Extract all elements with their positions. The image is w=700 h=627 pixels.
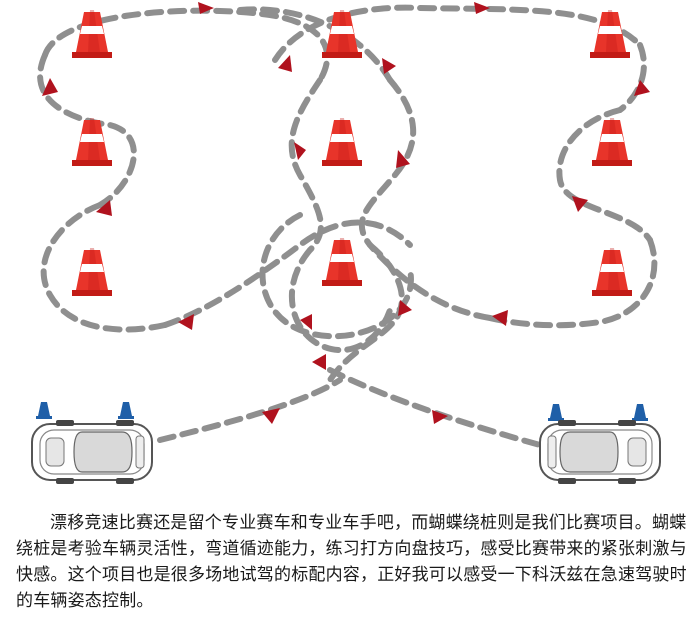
small-cone-icon [548,404,564,421]
direction-arrow-icon [474,2,490,14]
direction-arrow-icon [178,314,194,330]
direction-arrow-icon [278,55,292,72]
direction-arrow-icon [572,196,588,212]
path-top-cross-right [237,6,393,83]
path-left-upper [37,52,137,208]
direction-arrow-icon [42,78,58,96]
path-top-cross-left [272,4,643,63]
traffic-cone-icon [72,118,112,166]
direction-arrow-icon [294,142,306,160]
direction-arrow-icon [634,80,650,96]
path-right-lower [487,237,658,329]
path-top-right-drop [617,42,647,113]
direction-arrow-icon [300,314,312,330]
direction-arrow-icon [396,150,410,168]
direction-arrow-icon [432,410,448,424]
small-cone-icon [632,404,648,421]
path-right-upper [556,107,653,243]
driving-path-lines [37,4,658,448]
traffic-cone-icon [592,118,632,166]
path-center-loop-right [327,242,405,383]
path-bottom-left-car [157,377,343,443]
traffic-cone-icon [592,248,632,296]
path-center-upper-right [358,77,417,248]
caption-text: 漂移竞速比赛还是留个专业赛车和专业车手吧，而蝴蝶绕桩则是我们比赛项目。蝴蝶绕桩是… [16,513,687,611]
direction-arrow-icon [492,310,508,326]
direction-arrow-icon [312,354,326,370]
butterfly-slalom-diagram [31,2,661,485]
traffic-cones [36,10,648,421]
small-cone-icon [118,402,134,419]
car-icon [31,419,153,485]
direction-arrow-icon [96,200,112,216]
car-icon [539,419,661,485]
path-right-mid-cross [367,242,493,321]
path-center-mid-cross [162,219,413,328]
traffic-cone-icon [322,238,362,286]
path-bottom-right-car [327,367,543,448]
path-center-loop-left [288,247,393,353]
direction-arrow-icon [382,58,396,74]
traffic-cone-icon [72,248,112,296]
direction-arrow-icon [398,300,412,316]
small-cone-icon [36,402,52,419]
path-left-lower [40,202,168,333]
traffic-cone-icon [322,118,362,166]
direction-arrow-icon [198,2,214,14]
direction-arrow-icon [262,408,280,424]
path-center-upper-left [288,77,324,253]
direction-arrows [42,2,650,424]
